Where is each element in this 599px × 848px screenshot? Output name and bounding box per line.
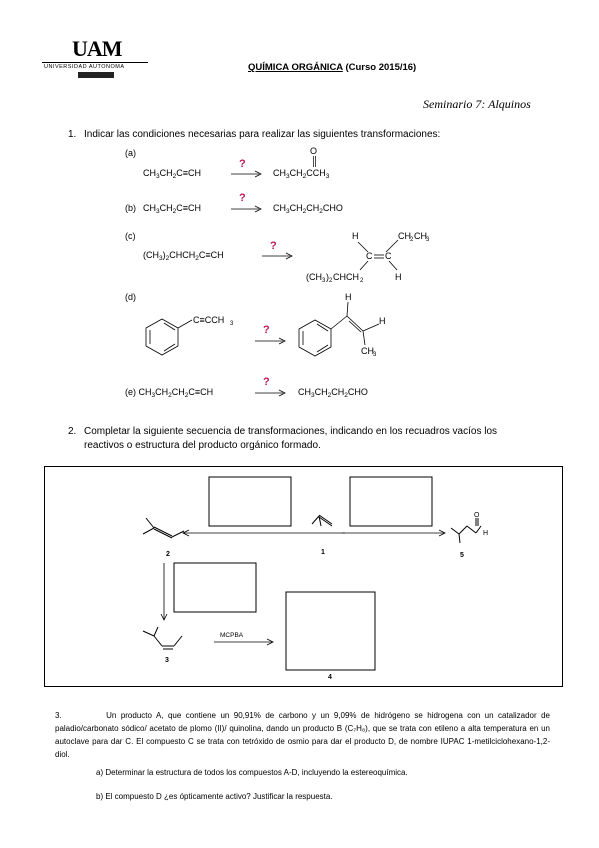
question3-text: Un producto A, que contiene un 90,91% de… <box>55 711 551 759</box>
svg-text:3: 3 <box>373 352 377 358</box>
compound-label-1: 1 <box>321 549 325 556</box>
svg-text:C: C <box>366 251 373 261</box>
logo-text: UAM <box>72 36 123 61</box>
item-a-label: (a) <box>125 148 136 158</box>
item-a-product: CH3CH2CCH3 <box>273 168 330 180</box>
svg-text:H: H <box>379 316 386 326</box>
question2-prompt: 2. Completar la siguiente secuencia de tr… <box>68 425 548 453</box>
compound-5-structure <box>450 518 482 544</box>
arrow-3-to-4-head <box>266 638 274 646</box>
answer-box-1-to-5[interactable] <box>349 476 433 527</box>
answer-box-2-to-3[interactable] <box>173 562 257 613</box>
course-year: (Curso 2015/16) <box>345 62 417 73</box>
item-a-reactant: CH3CH2C≡CH <box>143 168 201 180</box>
answer-box-1-to-2[interactable] <box>208 476 292 527</box>
compound-label-5: 5 <box>460 552 464 559</box>
svg-text:3: 3 <box>230 321 234 327</box>
arrow-1-to-2-head <box>182 529 190 537</box>
question3-prompt: 3. Un producto A, que contiene un 90,91%… <box>55 709 550 761</box>
svg-text:2: 2 <box>410 237 414 243</box>
compound-label-4: 4 <box>328 674 332 681</box>
svg-text:(CH: (CH <box>306 272 322 282</box>
item-b-question: ? <box>239 192 246 204</box>
question2-number: 2. <box>68 426 77 437</box>
compound-5-oxygen: O <box>474 512 480 519</box>
item-d-arrow <box>255 337 286 345</box>
item-e-reactant: (e) CH3CH2CH2C≡CH <box>125 387 214 399</box>
question3-number: 3. <box>55 711 62 720</box>
item-d-question: ? <box>263 324 270 336</box>
svg-text:CHCH: CHCH <box>333 272 359 282</box>
item-b-reactant: CH3CH2C≡CH <box>143 203 201 215</box>
compound-label-3: 3 <box>165 657 169 664</box>
question2-text-line2: reactivos o estructura del producto orgá… <box>84 440 321 451</box>
item-e-product: CH3CH2CH2CHO <box>298 387 368 399</box>
university-logo: UAM UNIVERSIDAD AUTONOMA <box>42 38 148 78</box>
reagent-mcpba: MCPBA <box>220 632 244 639</box>
item-c-reactant: (CH3)2CHCH2C≡CH <box>143 250 224 262</box>
logo-bar <box>78 72 114 78</box>
course-heading: QUÍMICA ORGÁNICA (Curso 2015/16) <box>248 62 416 73</box>
question3-part-b: b) El compuesto D ¿es ópticamente activo… <box>96 792 333 801</box>
compound-5-hydrogen: H <box>483 530 488 537</box>
logo-divider <box>42 62 148 63</box>
reaction-scheme-frame <box>44 466 563 687</box>
item-b-product: CH3CH2CH2CHO <box>273 203 343 215</box>
item-a-carbonyl: O <box>310 146 317 167</box>
svg-text:): ) <box>326 272 329 282</box>
svg-text:CH: CH <box>361 346 374 356</box>
question3-part-a: a) Determinar la estructura de todos los… <box>96 768 408 777</box>
question1-text: Indicar las condiciones necesarias para … <box>84 129 441 140</box>
question1-prompt: 1. Indicar las condiciones necesarias par… <box>68 129 440 140</box>
svg-text:H: H <box>395 272 402 282</box>
svg-text:CH: CH <box>398 231 411 241</box>
item-c-label: (c) <box>125 231 136 241</box>
question1-number: 1. <box>68 129 77 140</box>
item-a-arrow <box>231 170 262 178</box>
reaction-scheme: 2 1 O H 5 3 MCPBA 4 <box>142 476 488 681</box>
svg-text:H: H <box>345 292 352 302</box>
svg-text:3: 3 <box>426 237 430 243</box>
svg-text:2: 2 <box>360 278 364 284</box>
seminar-title: Seminario 7: Alquinos <box>423 97 531 111</box>
compound-2-structure <box>142 517 185 539</box>
item-b-arrow <box>231 205 262 213</box>
course-title: QUÍMICA ORGÁNICA <box>248 62 343 73</box>
compound-3-structure <box>142 626 183 650</box>
answer-box-product-4[interactable] <box>285 591 376 671</box>
arrow-1-to-5-head <box>438 529 446 537</box>
item-e-label: (e) <box>125 387 136 397</box>
svg-text:H: H <box>352 231 359 241</box>
compound-1-structure <box>311 514 333 527</box>
arrow-2-to-3-head <box>160 613 168 621</box>
item-e-question: ? <box>263 376 270 388</box>
svg-text:2: 2 <box>329 278 333 284</box>
svg-text:O: O <box>310 146 317 156</box>
item-a-question: ? <box>239 158 246 170</box>
svg-text:C: C <box>385 251 392 261</box>
svg-text:3: 3 <box>322 278 326 284</box>
item-b-label: (b) <box>125 203 136 213</box>
logo-subtext: UNIVERSIDAD AUTONOMA <box>44 64 125 70</box>
item-e-arrow <box>255 389 286 397</box>
item-c-arrow <box>262 252 293 260</box>
svg-text:C≡CCH: C≡CCH <box>193 315 224 325</box>
item-d-label: (d) <box>125 292 136 302</box>
svg-text:CH: CH <box>414 231 427 241</box>
question2-text-line1: Completar la siguiente secuencia de tran… <box>84 426 498 437</box>
item-d-reactant-structure: C≡CCH 3 <box>145 315 234 356</box>
item-c-question: ? <box>270 240 277 252</box>
compound-label-2: 2 <box>166 551 170 558</box>
